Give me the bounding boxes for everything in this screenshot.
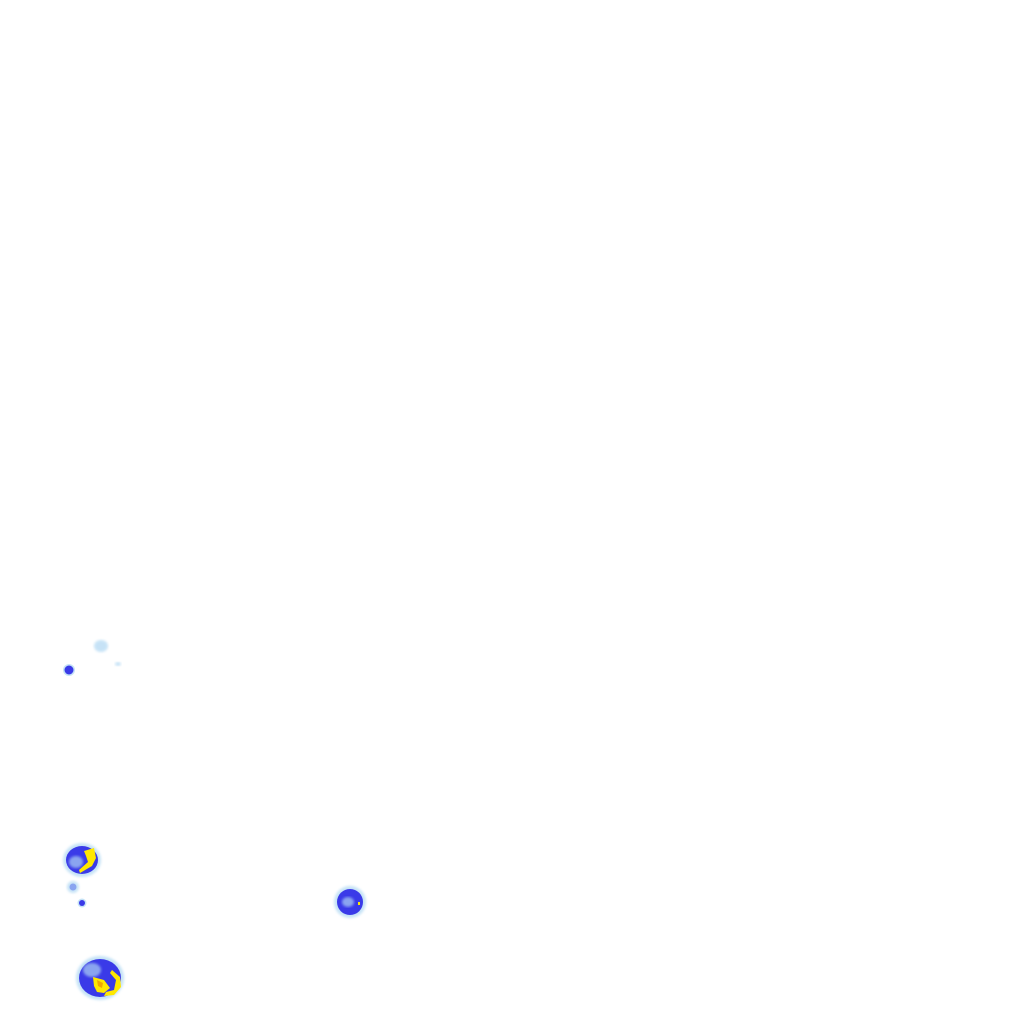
precip-cell-storm-1	[63, 843, 101, 877]
precip-cell-small-2	[77, 898, 87, 908]
precip-cell-storm-2	[334, 886, 366, 918]
precip-cell-storm-3	[76, 956, 124, 1000]
precip-cell-small-west	[63, 664, 75, 676]
precip-cell-faint	[94, 640, 121, 666]
precip-cell-small-1	[67, 881, 79, 893]
